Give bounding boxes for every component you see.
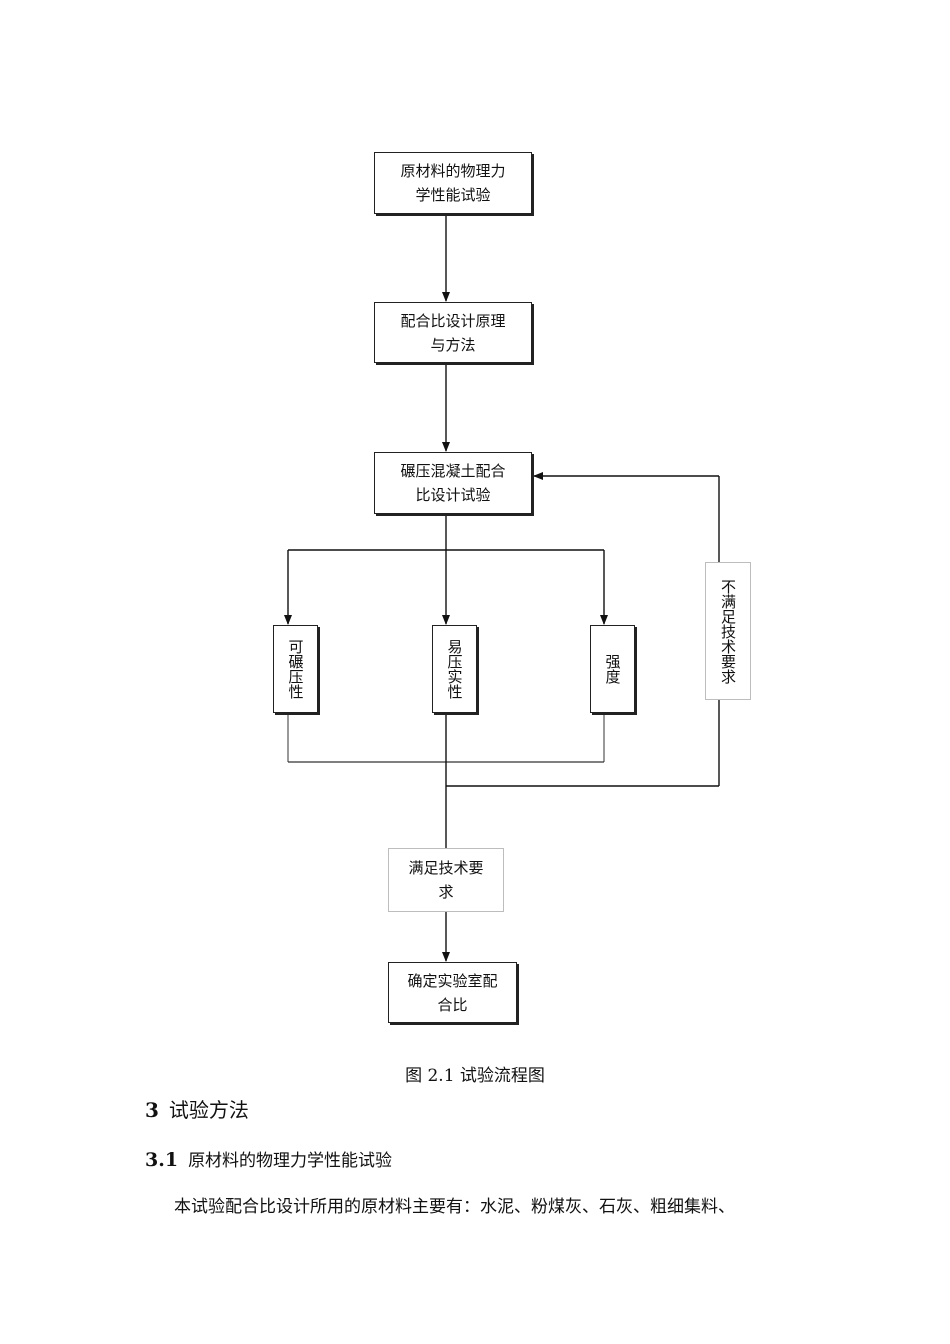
flow-box-rcc-mix-test-line1: 碾压混凝土配合: [400, 462, 506, 480]
flow-box-compactability: 可碾压性: [273, 625, 318, 713]
flow-box-requirements-met-line2: 求: [438, 883, 454, 901]
subsection-title: 原材料的物理力学性能试验: [188, 1151, 393, 1171]
flow-box-requirements-met: 满足技术要 求: [388, 848, 504, 912]
flow-box-requirements-not-met: 不满足技术要求: [705, 562, 751, 700]
flow-box-material-tests-line1: 原材料的物理力: [400, 162, 506, 180]
flow-box-material-tests: 原材料的物理力 学性能试验: [374, 152, 532, 214]
flow-box-compactability-label: 可碾压性: [286, 639, 305, 699]
flow-box-mix-design-principle: 配合比设计原理 与方法: [374, 302, 532, 363]
flow-box-compaction-ease: 易压实性: [432, 625, 477, 713]
flow-box-compaction-ease-label: 易压实性: [445, 639, 464, 699]
flow-box-rcc-mix-test: 碾压混凝土配合 比设计试验: [374, 452, 532, 514]
flow-box-lab-mix-ratio-line1: 确定实验室配: [407, 971, 498, 990]
subsection-heading: 3.1 原材料的物理力学性能试验: [145, 1146, 392, 1171]
flow-box-strength: 强度: [590, 625, 635, 713]
flow-box-mix-design-principle-line1: 配合比设计原理: [400, 311, 506, 330]
flow-box-strength-label: 强度: [603, 654, 622, 684]
figure-caption: 图 2.1 试验流程图: [405, 1066, 545, 1086]
flow-box-lab-mix-ratio-line2: 合比: [437, 995, 468, 1014]
flow-box-rcc-mix-test-line2: 比设计试验: [415, 486, 491, 504]
flow-box-mix-design-principle-line2: 与方法: [430, 335, 476, 354]
flow-box-lab-mix-ratio: 确定实验室配 合比: [388, 962, 517, 1023]
section-title: 试验方法: [168, 1098, 249, 1122]
subsection-number: 3.1: [145, 1149, 179, 1171]
flow-box-requirements-not-met-label: 不满足技术要求: [719, 578, 737, 684]
flow-box-material-tests-line2: 学性能试验: [415, 186, 491, 204]
section-number: 3: [145, 1098, 159, 1122]
section-heading: 3 试验方法: [145, 1094, 249, 1123]
body-paragraph: 本试验配合比设计所用的原材料主要有：水泥、粉煤灰、石灰、粗细集料、: [174, 1197, 735, 1217]
flow-box-requirements-met-line1: 满足技术要: [408, 859, 484, 877]
